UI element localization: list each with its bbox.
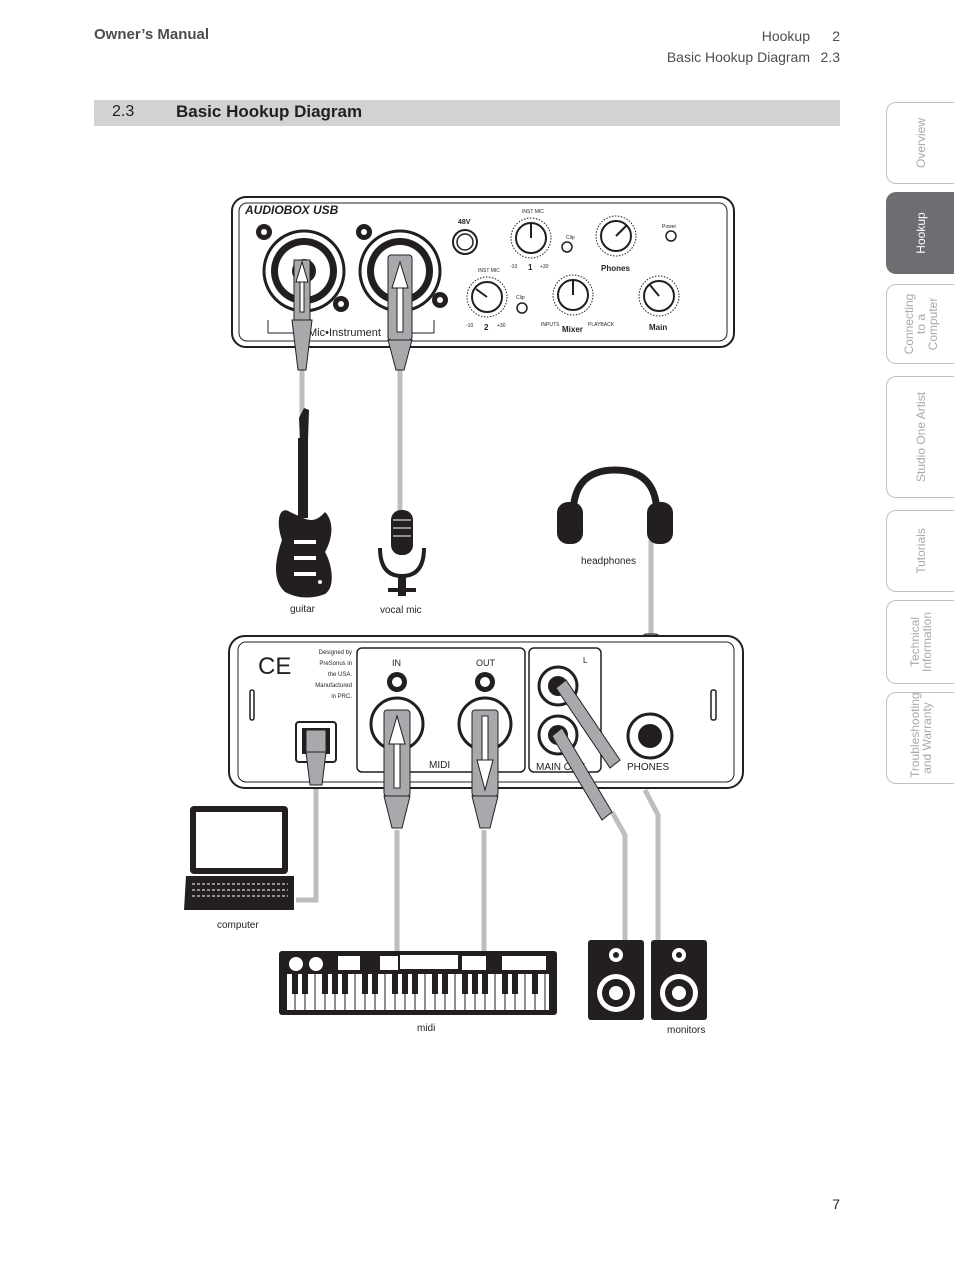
manufacturer-note: Designed by PreSonus in the USA. Manufac…	[315, 650, 352, 700]
vocal-mic-icon	[378, 510, 426, 596]
monitor-speakers-icon	[588, 940, 707, 1020]
computer-label: computer	[217, 920, 259, 931]
phantom-button[interactable]	[452, 229, 478, 255]
tab-tutorials[interactable]: Tutorials	[886, 510, 954, 592]
power-led	[665, 230, 677, 242]
clip-led-2	[516, 302, 528, 314]
midi-out-cable-plug	[471, 709, 499, 829]
inst-mic-label-2: INST MIC	[478, 268, 500, 274]
phones-jack-label: PHONES	[627, 762, 670, 773]
left-output-label: L	[583, 656, 588, 665]
gain-knob-2[interactable]	[466, 276, 508, 318]
designed-line-4: Manufactured	[315, 683, 352, 689]
brand-logo: AUDIOBOX USB	[244, 203, 339, 217]
chapter-number: 2	[832, 28, 840, 44]
scale-max-2: +30	[497, 323, 506, 329]
main-knob[interactable]	[638, 275, 680, 317]
computer-icon	[184, 806, 294, 910]
guitar-cable-plug	[291, 259, 313, 371]
tab-hookup[interactable]: Hookup	[886, 192, 954, 274]
midi-keyboard-icon	[279, 951, 557, 1015]
main-out-cable-plugs	[551, 679, 621, 821]
cables	[296, 360, 661, 955]
mixer-playback-label: PLAYBACK	[588, 322, 615, 328]
main-knob-label: Main	[649, 323, 667, 332]
mic-cable-plug	[387, 254, 413, 371]
mixer-knob-label: Mixer	[562, 325, 583, 334]
designed-line-3: the USA.	[328, 672, 352, 678]
designed-line-5: in PRC.	[331, 694, 352, 700]
tab-troubleshooting[interactable]: Troubleshooting and Warranty	[886, 692, 954, 784]
tab-overview[interactable]: Overview	[886, 102, 954, 184]
inst-mic-label-1: INST MIC	[522, 209, 544, 215]
tab-connecting[interactable]: Connecting to a Computer	[886, 284, 954, 364]
midi-label: midi	[417, 1023, 435, 1034]
midi-section	[356, 647, 526, 773]
midi-out-label: OUT	[476, 658, 496, 668]
section-name: Basic Hookup Diagram	[666, 49, 810, 65]
clip-led-1	[561, 241, 573, 253]
guitar-label: guitar	[290, 604, 316, 615]
midi-in-cable-plug	[383, 709, 411, 829]
clip-label-2: Clip	[516, 295, 525, 301]
mixer-knob[interactable]	[552, 274, 594, 316]
section-heading-bar: 2.3 Basic Hookup Diagram	[94, 100, 840, 126]
usb-cable-plug	[305, 729, 327, 786]
tab-studio-one[interactable]: Studio One Artist	[886, 376, 954, 498]
tab-technical[interactable]: Technical Information	[886, 600, 954, 684]
scale-min-2: -10	[466, 323, 473, 329]
midi-section-label: MIDI	[429, 760, 450, 771]
scale-max-1: +30	[540, 264, 549, 270]
designed-line-1: Designed by	[319, 650, 352, 656]
section-heading-title: Basic Hookup Diagram	[176, 102, 363, 121]
section-heading-number: 2.3	[112, 103, 135, 120]
running-header: Hookup 2 Basic Hookup Diagram 2.3	[667, 26, 840, 68]
power-label: Power	[662, 224, 677, 230]
clip-label-1: Clip	[566, 235, 575, 241]
scale-min-1: -10	[510, 264, 517, 270]
monitors-label: monitors	[667, 1025, 705, 1036]
page-number: 7	[832, 1196, 840, 1212]
headphones-label: headphones	[581, 556, 636, 567]
channel-1-label: 1	[528, 263, 533, 272]
main-out-label: MAIN OUT	[536, 762, 585, 773]
guitar-icon	[276, 408, 332, 598]
main-out-section	[528, 647, 602, 773]
ce-mark: CE	[258, 653, 291, 680]
inputs-label: Mic•Instrument	[308, 327, 381, 339]
gain-knob-1[interactable]	[510, 217, 552, 259]
manual-title: Owner’s Manual	[94, 26, 210, 43]
section-number: 2.3	[820, 49, 840, 65]
phantom-label: 48V	[458, 219, 471, 226]
midi-in-label: IN	[392, 658, 401, 668]
mixer-inputs-label: INPUTS	[541, 322, 560, 328]
chapter-name: Hookup	[761, 28, 810, 44]
designed-line-2: PreSonus in	[319, 661, 352, 667]
headphones-icon	[557, 466, 673, 544]
channel-2-label: 2	[484, 323, 489, 332]
phones-knob-label: Phones	[601, 264, 630, 273]
vocal-mic-label: vocal mic	[380, 605, 422, 616]
phones-knob[interactable]	[595, 215, 637, 257]
